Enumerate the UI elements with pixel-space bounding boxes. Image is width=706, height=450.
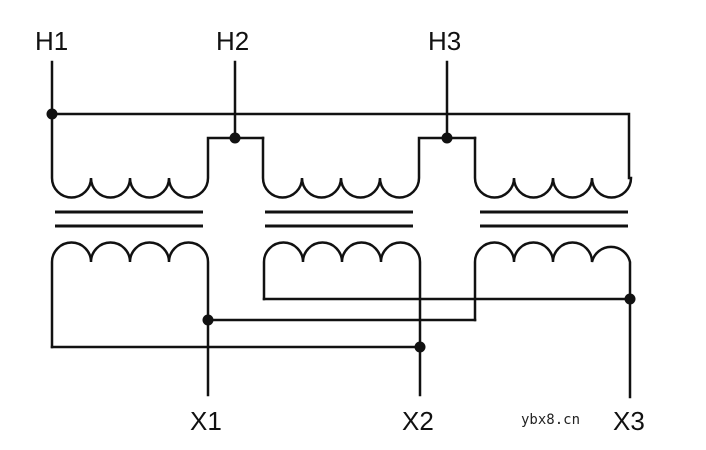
primary-top-bus (50, 112, 631, 180)
junction-h2 (229, 132, 241, 144)
terminal-label-h2: H2 (216, 26, 249, 56)
terminal-label-x3: X3 (613, 406, 645, 436)
secondary-winding-2 (262, 241, 422, 397)
primary-winding-2 (261, 136, 477, 199)
junction-x1 (202, 314, 214, 326)
secondary-winding-1 (50, 241, 210, 397)
junction-h1 (46, 108, 58, 120)
terminal-label-x1: X1 (190, 406, 222, 436)
junction-x2 (414, 341, 426, 353)
junction-x3 (624, 293, 636, 305)
terminal-label-h1: H1 (35, 26, 68, 56)
terminal-label-h3: H3 (428, 26, 461, 56)
primary-winding-1 (50, 112, 265, 199)
watermark-text: ybx8.cn (521, 412, 580, 428)
secondary-winding-3 (473, 241, 632, 399)
terminal-label-x2: X2 (402, 406, 434, 436)
primary-winding-3 (473, 136, 633, 199)
junction-h3 (441, 132, 453, 144)
